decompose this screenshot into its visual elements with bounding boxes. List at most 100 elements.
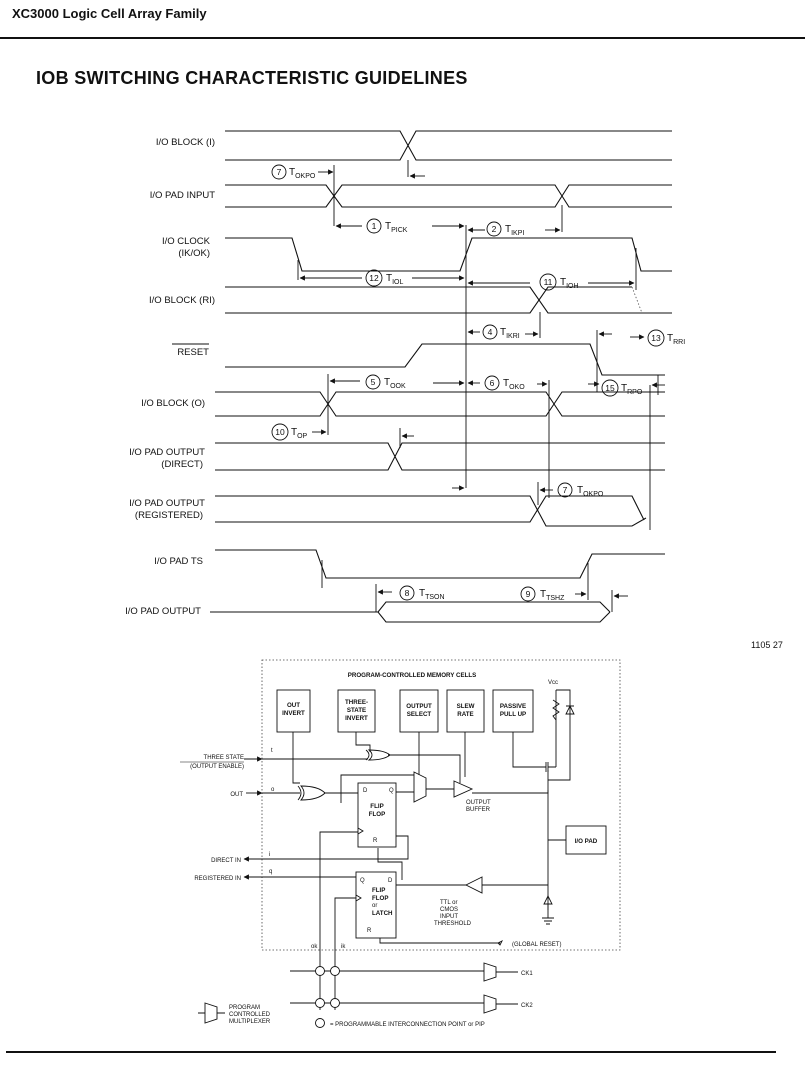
memory-cell-passive-pull-up: PASSIVE PULL UP xyxy=(492,689,534,733)
signal-label-io-block-i: I/O BLOCK (I) xyxy=(156,137,215,148)
svg-text:TIOL: TIOL xyxy=(386,273,403,286)
timing-8-label: 8 TTSON xyxy=(399,585,445,601)
svg-text:or: or xyxy=(372,903,377,909)
pull-up-resistor xyxy=(552,699,560,721)
svg-text:SLEW: SLEW xyxy=(457,703,475,710)
svg-text:13: 13 xyxy=(651,333,661,343)
pip-ok-ck2 xyxy=(315,998,325,1008)
svg-text:CONTROLLED: CONTROLLED xyxy=(229,1012,271,1018)
svg-text:FLIP: FLIP xyxy=(370,803,383,810)
wave-io-pad-output xyxy=(210,611,611,623)
guide-lines xyxy=(297,160,659,612)
svg-text:15: 15 xyxy=(605,383,615,393)
wave-io-pad-output-direct xyxy=(215,442,665,471)
svg-text:4: 4 xyxy=(488,327,493,337)
page-title: IOB SWITCHING CHARACTERISTIC GUIDELINES xyxy=(36,68,468,88)
svg-text:TIKPI: TIKPI xyxy=(505,224,524,237)
svg-text:TIOH: TIOH xyxy=(560,277,579,290)
waveforms xyxy=(210,130,672,623)
out-label: OUT xyxy=(230,792,243,798)
pull-up-transistor xyxy=(545,762,556,772)
svg-text:10: 10 xyxy=(275,427,285,437)
signal-label-io-block-o: I/O BLOCK (O) xyxy=(141,398,205,409)
timing-5-label: 5 TOOK xyxy=(365,374,406,390)
svg-text:OUTPUT: OUTPUT xyxy=(406,703,432,710)
signal-label-io-pad-output-registered-sub: (REGISTERED) xyxy=(135,510,203,521)
wave-io-block-ri xyxy=(225,286,672,314)
global-reset-label: (GLOBAL RESET) xyxy=(512,942,561,948)
svg-text:STATE: STATE xyxy=(347,707,366,714)
svg-text:TRRI: TRRI xyxy=(667,333,685,346)
timing-3-label: 7 TOKPO xyxy=(271,164,316,180)
svg-text:7: 7 xyxy=(277,167,282,177)
ck1-mux: CK1 xyxy=(483,962,533,982)
timing-7-num: 7 xyxy=(563,485,568,495)
svg-text:12: 12 xyxy=(369,273,379,283)
signal-labels: I/O BLOCK (I) I/O PAD INPUT I/O CLOCK (I… xyxy=(125,137,215,617)
svg-text:CK2: CK2 xyxy=(521,1003,533,1009)
svg-text:TOKPO: TOKPO xyxy=(577,485,604,498)
timing-9-label: 9 TTSHZ xyxy=(520,586,565,602)
svg-text:INPUT: INPUT xyxy=(440,914,458,920)
ck2-mux: CK2 xyxy=(483,994,533,1014)
svg-text:Q: Q xyxy=(389,788,394,794)
xor-gate-out xyxy=(297,785,326,801)
memory-cells-label: PROGRAM-CONTROLLED MEMORY CELLS xyxy=(348,672,477,679)
svg-text:R: R xyxy=(367,928,372,934)
input-flip-flop-latch: Q D FLIP FLOP or LATCH R xyxy=(355,871,397,939)
pip-ok-ck1 xyxy=(315,966,325,976)
svg-text:SELECT: SELECT xyxy=(407,711,432,718)
timing-arrows xyxy=(299,169,665,599)
svg-text:5: 5 xyxy=(371,377,376,387)
svg-text:OUTPUT: OUTPUT xyxy=(466,800,491,806)
pip-ik-ck1 xyxy=(330,966,340,976)
timing-13-label: 13 TRRI xyxy=(647,329,685,347)
signal-label-io-pad-ts: I/O PAD TS xyxy=(154,556,203,567)
svg-text:FLIP: FLIP xyxy=(372,887,385,894)
timing-2-label: 2 TIKPI xyxy=(486,221,524,237)
timing-10-label: 10 TOP xyxy=(271,423,308,441)
svg-text:THRESHOLD: THRESHOLD xyxy=(434,921,472,927)
wave-io-pad-ts xyxy=(215,549,665,579)
svg-text:OUT: OUT xyxy=(287,702,300,709)
ground-symbol xyxy=(542,894,554,925)
output-buffer: OUTPUT BUFFER xyxy=(453,780,491,813)
timing-1-label: 1 TPICK xyxy=(366,218,408,234)
timing-labels: 7 TOKPO 1 TPICK 2 TIKPI 12 TIOL 11 TIOH xyxy=(271,164,685,602)
memory-cell-three-state-invert: THREE- STATE INVERT xyxy=(337,689,376,733)
figure-number: 1105 27 xyxy=(751,640,783,650)
memory-cell-slew-rate: SLEW RATE xyxy=(446,689,485,733)
io-pad-box: I/O PAD xyxy=(565,825,607,855)
timing-11-label: 11 TIOH xyxy=(539,273,579,291)
svg-text:TTL or: TTL or xyxy=(440,900,457,906)
svg-text:1: 1 xyxy=(372,221,377,231)
wave-io-pad-input xyxy=(225,184,672,208)
svg-text:MULTIPLEXER: MULTIPLEXER xyxy=(229,1019,271,1025)
svg-text:R: R xyxy=(373,838,378,844)
pin-ik-label: ik xyxy=(341,944,346,950)
signal-label-io-pad-output-direct-sub: (DIRECT) xyxy=(161,459,203,470)
svg-text:TIKRI: TIKRI xyxy=(500,327,520,340)
input-buffer: TTL or CMOS INPUT THRESHOLD xyxy=(434,876,483,927)
output-select-mux xyxy=(413,771,427,803)
svg-text:LATCH: LATCH xyxy=(372,910,393,917)
output-flip-flop: D Q FLIP FLOP R xyxy=(357,782,397,848)
svg-text:INVERT: INVERT xyxy=(345,715,368,722)
svg-text:D: D xyxy=(388,878,393,884)
wave-io-clock xyxy=(225,237,672,272)
signal-label-io-clock-sub: (IK/OK) xyxy=(178,248,210,259)
svg-text:TTSON: TTSON xyxy=(419,588,445,601)
timing-15-label: 15 TRPO xyxy=(601,379,643,397)
registered-in-label: REGISTERED IN xyxy=(194,876,241,882)
pin-q-label: q xyxy=(269,869,272,875)
svg-text:2: 2 xyxy=(492,224,497,234)
svg-text:INVERT: INVERT xyxy=(282,710,305,717)
header-rule xyxy=(0,37,805,39)
signal-label-io-clock: I/O CLOCK xyxy=(162,236,211,247)
signal-label-io-block-ri: I/O BLOCK (RI) xyxy=(149,295,215,306)
wave-io-pad-output-registered xyxy=(215,495,645,523)
timing-12-label: 12 TIOL xyxy=(365,269,403,287)
iob-boundary xyxy=(261,659,621,951)
legend-mux: PROGRAM CONTROLLED MULTIPLEXER xyxy=(198,1002,271,1025)
